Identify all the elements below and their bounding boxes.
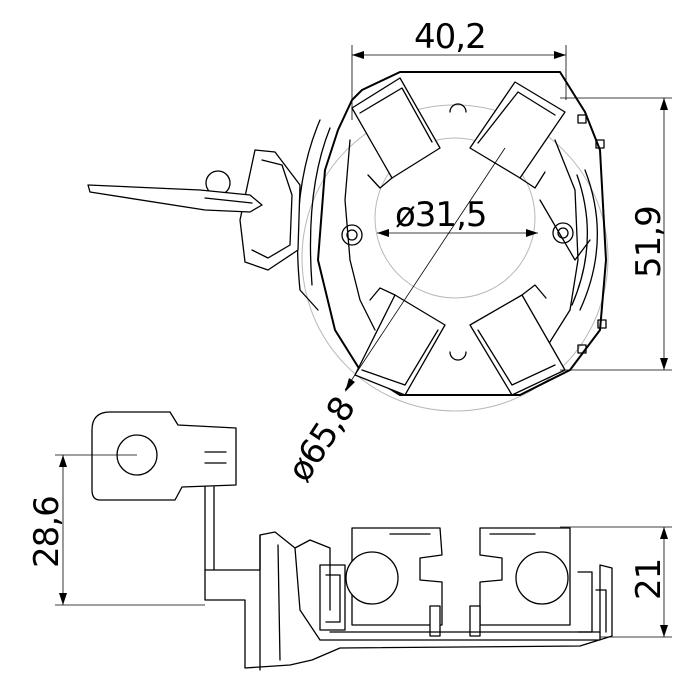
side-view — [91, 411, 613, 671]
dimension-top-width: 40,2 — [351, 17, 567, 120]
left-height-label: 28,6 — [27, 496, 67, 568]
dimension-right-height: 51,9 — [560, 97, 672, 371]
mount-hole-left — [341, 224, 363, 246]
terminal-connector — [87, 149, 301, 271]
terminal-tab — [91, 411, 237, 501]
brush-housing-right — [469, 527, 571, 637]
brush-housing-left — [345, 527, 443, 637]
center-bore-outline — [374, 137, 536, 299]
brush-holder-bottom-left — [354, 287, 446, 396]
brush-holder-top-right — [469, 81, 566, 189]
mount-hole-right — [552, 222, 574, 244]
outer-diameter-label: ø65,8 — [280, 390, 363, 489]
notch-bottom — [449, 351, 467, 361]
brush-holder-top-left — [351, 77, 441, 189]
side-height-label: 21 — [629, 559, 669, 600]
dimension-side-height: 21 — [560, 526, 672, 638]
notch-top — [449, 103, 467, 113]
dimension-inner-diameter: ø31,5 — [377, 195, 538, 237]
top-view — [87, 71, 609, 412]
dimension-outer-diameter: ø65,8 — [280, 390, 363, 489]
dimension-left-height: 28,6 — [27, 454, 205, 606]
top-width-label: 40,2 — [414, 17, 486, 57]
inner-diameter-label: ø31,5 — [395, 195, 487, 235]
side-housing — [204, 531, 613, 669]
right-height-label: 51,9 — [629, 206, 669, 278]
